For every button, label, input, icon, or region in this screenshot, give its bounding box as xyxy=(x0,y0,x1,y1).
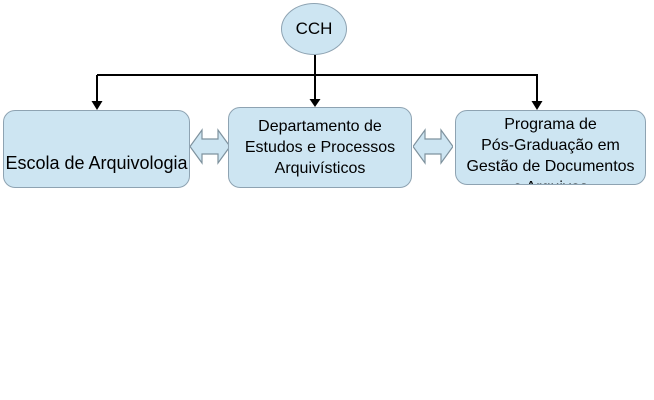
node-label-line: Departamento de xyxy=(258,118,382,135)
arrowhead-down-icon xyxy=(309,99,321,107)
arrowhead-down-icon xyxy=(531,101,543,110)
node-departamento-estudos-e-processos-arquivisticos: Departamento de Estudos e Processos Arqu… xyxy=(228,107,412,188)
arrowhead-down-icon xyxy=(91,101,103,110)
node-label-line: Arquivísticos xyxy=(274,160,366,177)
node-cch-label: CCH xyxy=(295,19,333,38)
node-escola-de-arquivologia: Escola de Arquivologia xyxy=(3,110,190,188)
node-label-line: Pós-Graduação em xyxy=(481,137,620,154)
node-cch: CCH xyxy=(281,3,347,55)
node-label-line: Programa de xyxy=(504,116,597,133)
node-label-line: Estudos e Processos xyxy=(244,139,396,156)
node-label-line: Escola de Arquivologia xyxy=(5,153,188,173)
node-label-line: e Arquivos xyxy=(456,177,645,184)
node-programa-pos-graduacao-gestao-documentos: Programa de Pós-Graduação em Gestão de D… xyxy=(455,110,646,185)
tree-connector-line xyxy=(96,55,538,101)
node-label-line: Gestão de Documentos xyxy=(466,158,635,175)
double-arrow-icon xyxy=(190,128,230,165)
double-arrow-icon xyxy=(413,128,453,165)
